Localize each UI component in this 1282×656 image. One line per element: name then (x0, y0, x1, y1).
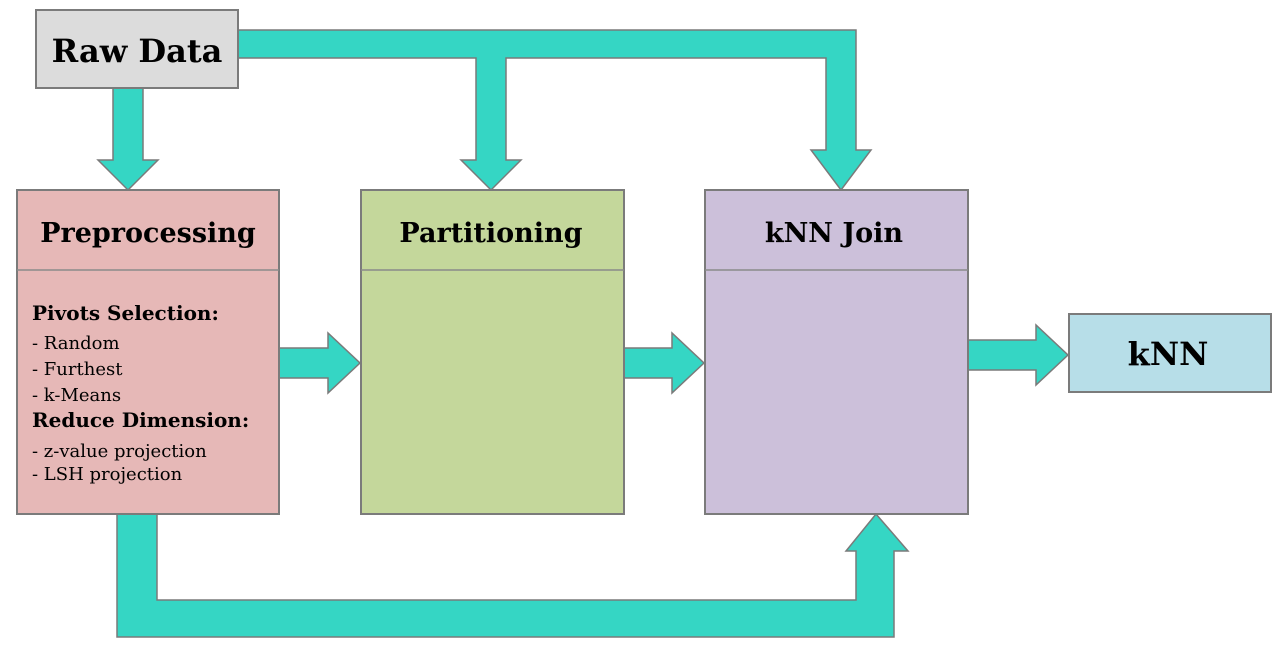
arrow-knnjoin-to-knn (965, 323, 1070, 387)
partitioning-title: Partitioning (399, 218, 582, 249)
pivots-option-random: - Random (32, 333, 120, 354)
raw-data-label: Raw Data (52, 32, 223, 70)
knn-join-node: kNN Join (704, 189, 969, 515)
arrow-rawdata-to-partitioning-and-knnjoin (237, 29, 873, 192)
arrow-partitioning-to-knnjoin (622, 331, 706, 395)
raw-data-node: Raw Data (35, 9, 239, 89)
reduce-option-zvalue: - z-value projection (32, 441, 207, 462)
reduce-dimension-heading: Reduce Dimension: (32, 408, 249, 432)
knn-join-box (704, 189, 969, 515)
knn-node: kNN (1068, 313, 1272, 393)
reduce-option-lsh: - LSH projection (32, 464, 183, 485)
preprocessing-title: Preprocessing (40, 218, 256, 249)
knn-label: kNN (1128, 335, 1209, 373)
preprocessing-node: Preprocessing Pivots Selection: - Random… (16, 189, 280, 515)
pivots-selection-heading: Pivots Selection: (32, 301, 219, 325)
knn-join-title: kNN Join (765, 218, 904, 249)
preprocessing-box (16, 189, 280, 515)
pivots-option-furthest: - Furthest (32, 359, 123, 380)
arrow-preprocessing-to-partitioning (278, 331, 362, 395)
partitioning-box (360, 189, 625, 515)
knn-box (1068, 313, 1272, 393)
raw-data-box (35, 9, 239, 89)
pivots-option-kmeans: - k-Means (32, 385, 121, 406)
partitioning-node: Partitioning (360, 189, 625, 515)
arrow-preprocessing-to-knnjoin (116, 512, 910, 638)
arrow-rawdata-to-preprocessing (96, 87, 160, 192)
